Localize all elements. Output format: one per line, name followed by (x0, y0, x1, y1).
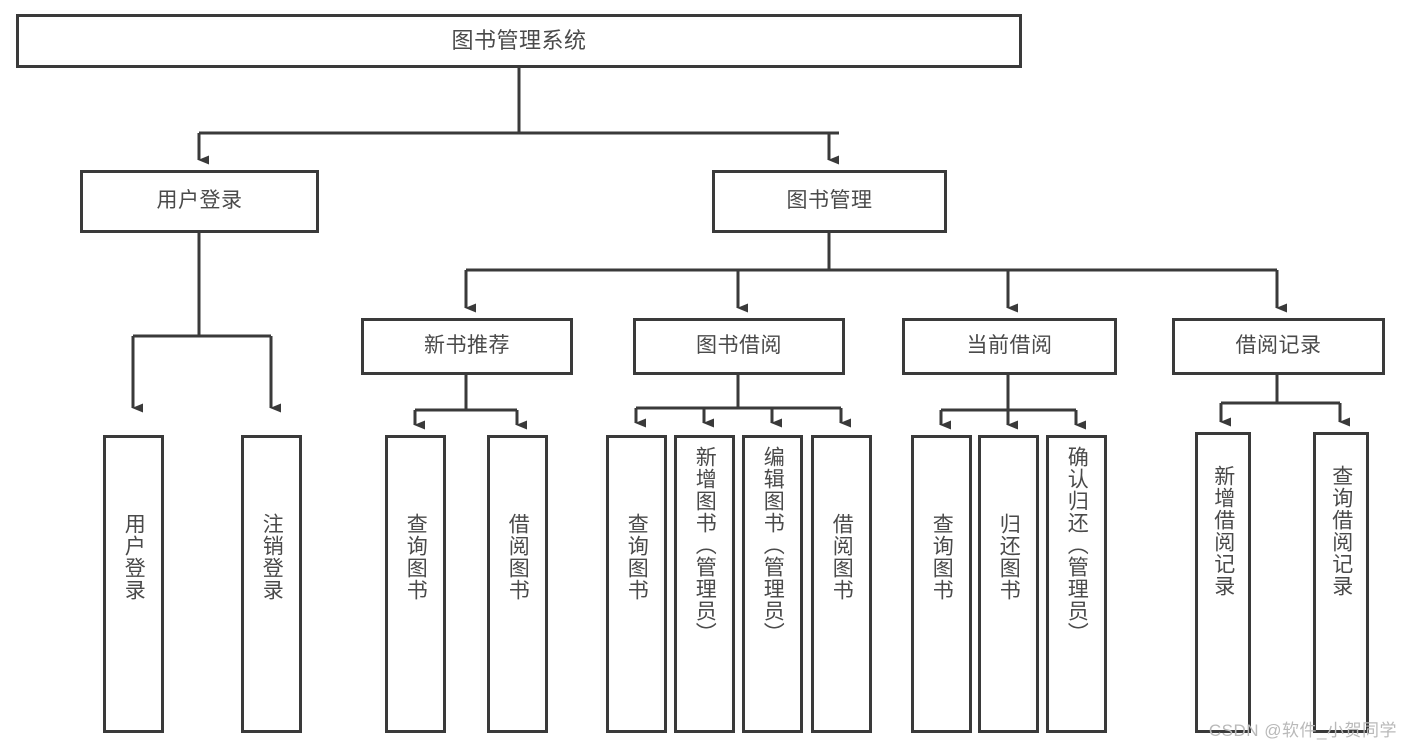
leaf-borrow-record-add-label: 新增借阅记录 (1211, 465, 1235, 597)
csdn-watermark: CSDN @软件_小贺同学 (1208, 721, 1397, 740)
leaf-borrow-record-add[interactable]: 新增借阅记录 (1195, 432, 1251, 733)
leaf-book-borrow-add[interactable]: 新增图书（管理员） (674, 435, 735, 733)
leaf-book-borrow-query[interactable]: 查询图书 (606, 435, 667, 733)
leaf-user-login-logout[interactable]: 注销登录 (241, 435, 302, 733)
leaf-user-login-logout-label: 注销登录 (260, 513, 284, 601)
node-current-borrow-label: 当前借阅 (966, 334, 1053, 358)
leaf-new-book-query[interactable]: 查询图书 (385, 435, 446, 733)
leaf-user-login-login-label: 用户登录 (122, 513, 146, 601)
leaf-book-borrow-query-label: 查询图书 (625, 513, 649, 601)
leaf-current-borrow-return[interactable]: 归还图书 (978, 435, 1039, 733)
leaf-new-book-query-label: 查询图书 (404, 513, 428, 601)
node-root-system[interactable]: 图书管理系统 (16, 14, 1022, 68)
node-borrow-record[interactable]: 借阅记录 (1172, 318, 1385, 375)
leaf-borrow-record-query[interactable]: 查询借阅记录 (1313, 432, 1369, 733)
leaf-book-borrow-add-label: 新增图书（管理员） (693, 446, 717, 644)
leaf-new-book-borrow[interactable]: 借阅图书 (487, 435, 548, 733)
leaf-book-borrow-borrow-label: 借阅图书 (830, 513, 854, 601)
node-root-system-label: 图书管理系统 (451, 28, 587, 54)
node-book-management-label: 图书管理 (786, 189, 873, 213)
leaf-book-borrow-borrow[interactable]: 借阅图书 (811, 435, 872, 733)
leaf-book-borrow-edit[interactable]: 编辑图书（管理员） (742, 435, 803, 733)
leaf-current-borrow-confirm-label: 确认归还（管理员） (1065, 446, 1089, 644)
node-user-login-label: 用户登录 (156, 189, 243, 213)
leaf-current-borrow-confirm[interactable]: 确认归还（管理员） (1046, 435, 1107, 733)
node-new-book-recommend[interactable]: 新书推荐 (361, 318, 573, 375)
node-book-borrow-label: 图书借阅 (696, 334, 782, 358)
node-current-borrow[interactable]: 当前借阅 (902, 318, 1117, 375)
node-new-book-recommend-label: 新书推荐 (424, 334, 510, 358)
node-borrow-record-label: 借阅记录 (1235, 334, 1322, 358)
leaf-current-borrow-query[interactable]: 查询图书 (911, 435, 972, 733)
leaf-user-login-login[interactable]: 用户登录 (103, 435, 164, 733)
node-book-management[interactable]: 图书管理 (712, 170, 947, 233)
node-book-borrow[interactable]: 图书借阅 (633, 318, 845, 375)
leaf-book-borrow-edit-label: 编辑图书（管理员） (761, 446, 785, 644)
leaf-current-borrow-return-label: 归还图书 (997, 513, 1021, 601)
leaf-borrow-record-query-label: 查询借阅记录 (1329, 465, 1353, 597)
leaf-new-book-borrow-label: 借阅图书 (506, 513, 530, 601)
node-user-login[interactable]: 用户登录 (80, 170, 319, 233)
leaf-current-borrow-query-label: 查询图书 (930, 513, 954, 601)
